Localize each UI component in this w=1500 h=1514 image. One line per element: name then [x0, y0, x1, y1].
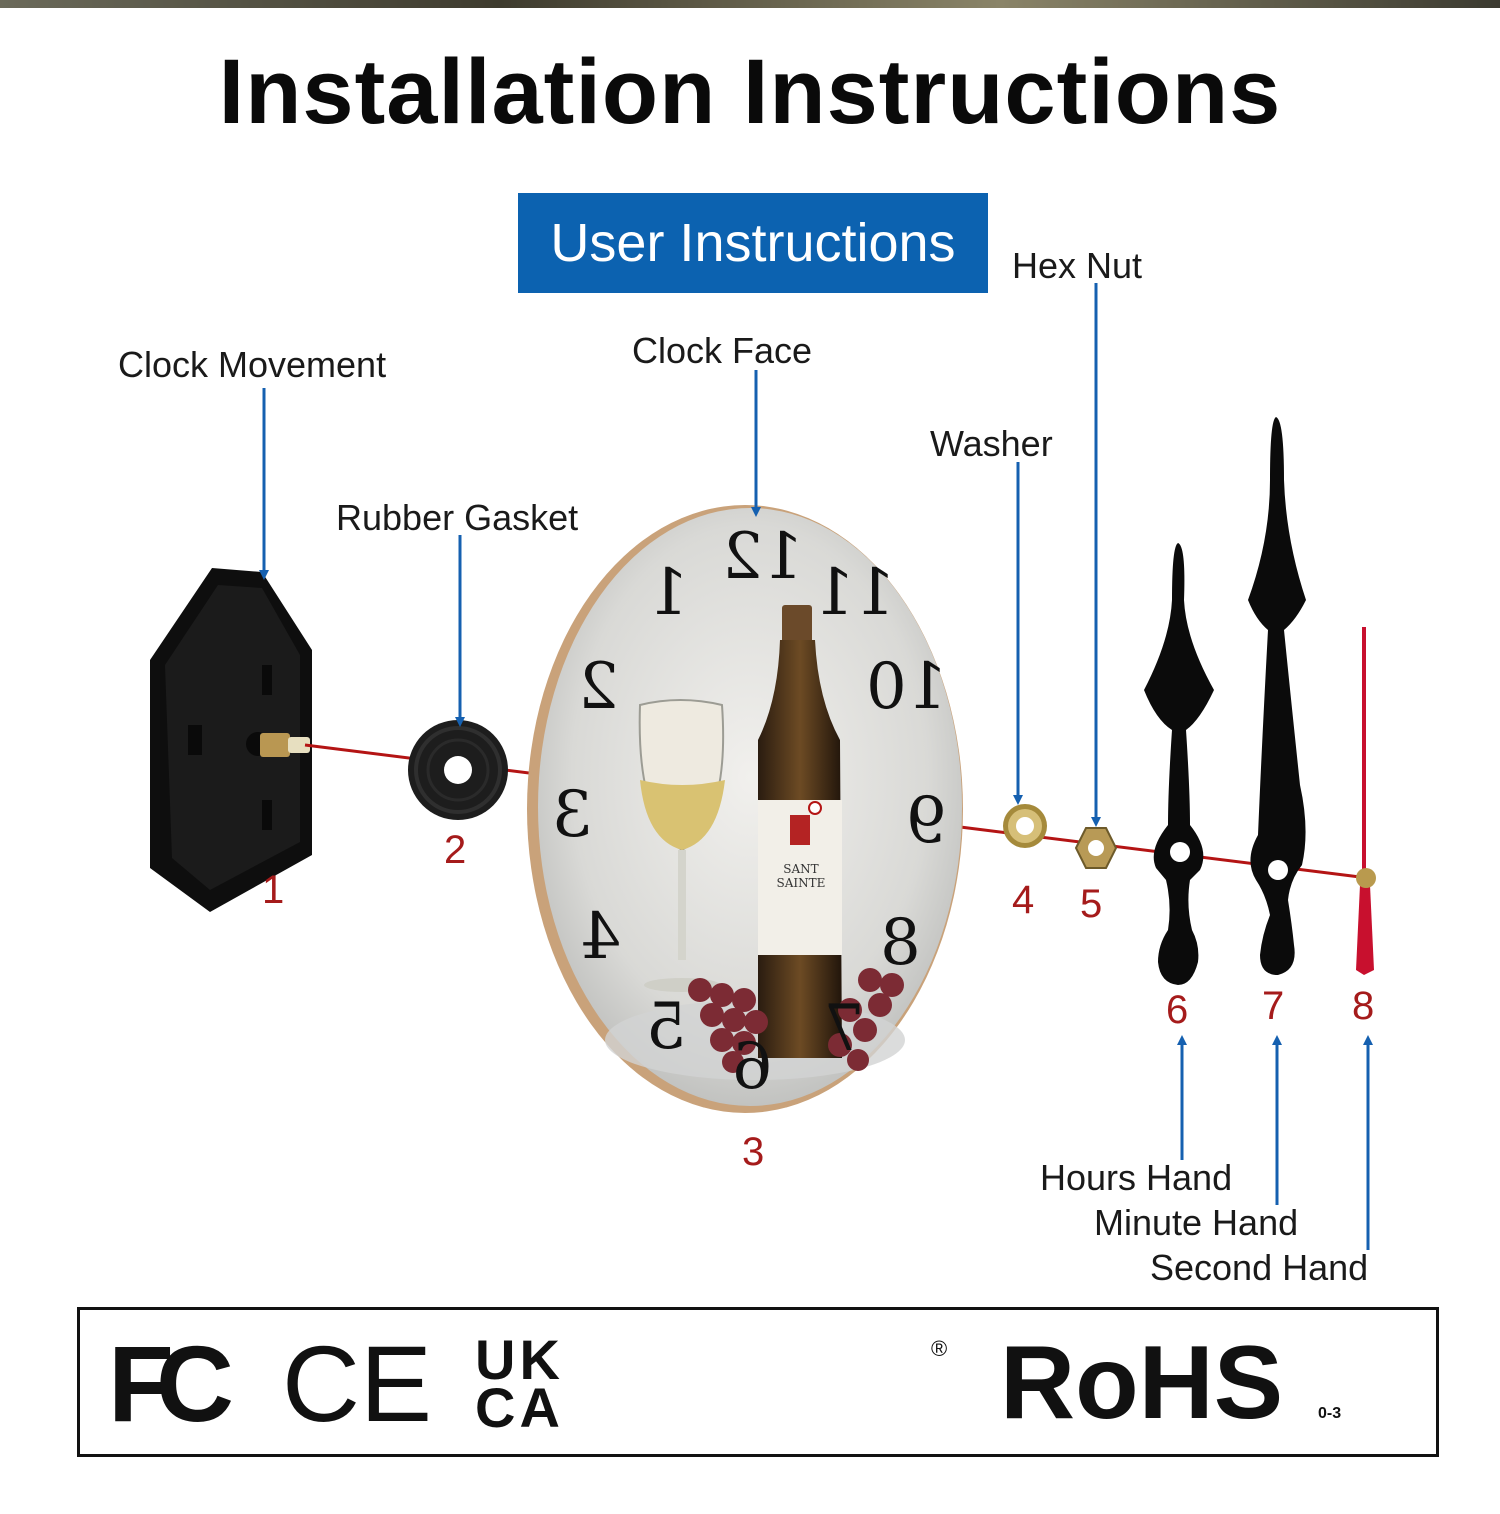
label-washer: Washer: [930, 423, 1053, 465]
numeral-2: 2: [578, 650, 619, 724]
washer-icon: [1003, 804, 1047, 848]
label-second-hand: Second Hand: [1150, 1247, 1368, 1289]
numeral-1: 1: [648, 556, 689, 630]
part-number-4: 4: [1012, 878, 1034, 923]
part-number-6: 6: [1166, 988, 1188, 1033]
fc-logo: FC: [108, 1330, 216, 1438]
part-number-8: 8: [1352, 984, 1374, 1029]
part-number-1: 1: [262, 868, 284, 913]
ukca-logo: UK CA: [475, 1336, 610, 1432]
numeral-6: 6: [732, 1030, 773, 1104]
numeral-9: 9: [906, 784, 947, 858]
part-number-3: 3: [742, 1130, 764, 1175]
part-number-5: 5: [1080, 882, 1102, 927]
numeral-10: 10: [866, 650, 947, 724]
numeral-11: 11: [814, 556, 895, 630]
hours-hand-icon: [1144, 543, 1214, 985]
registered-mark: ®: [931, 1336, 947, 1362]
label-rubber-gasket: Rubber Gasket: [336, 497, 578, 539]
numeral-8: 8: [880, 906, 921, 980]
label-clock-face: Clock Face: [632, 330, 812, 372]
numeral-7: 7: [824, 992, 865, 1066]
age-warning-text: 0-3: [1318, 1405, 1341, 1423]
part-number-2: 2: [444, 828, 466, 873]
part-number-7: 7: [1262, 984, 1284, 1029]
minute-hand-icon: [1248, 417, 1306, 975]
label-minute-hand: Minute Hand: [1094, 1202, 1298, 1244]
ukca-bottom: CA: [475, 1384, 610, 1432]
hex-nut-icon: [1076, 828, 1116, 868]
label-hex-nut: Hex Nut: [1012, 245, 1142, 287]
ce-logo: CE: [282, 1330, 432, 1438]
rubber-gasket-icon: [408, 720, 508, 820]
numeral-4: 4: [580, 900, 621, 974]
numeral-12: 12: [722, 520, 803, 594]
bottle-label-text: SANT SAINTE: [762, 862, 840, 890]
numeral-3: 3: [552, 778, 593, 852]
numeral-5: 5: [646, 990, 687, 1064]
label-clock-movement: Clock Movement: [118, 344, 386, 386]
rohs-logo: RoHS: [1000, 1325, 1283, 1441]
second-hand-icon: [1356, 627, 1376, 975]
label-hours-hand: Hours Hand: [1040, 1157, 1232, 1199]
